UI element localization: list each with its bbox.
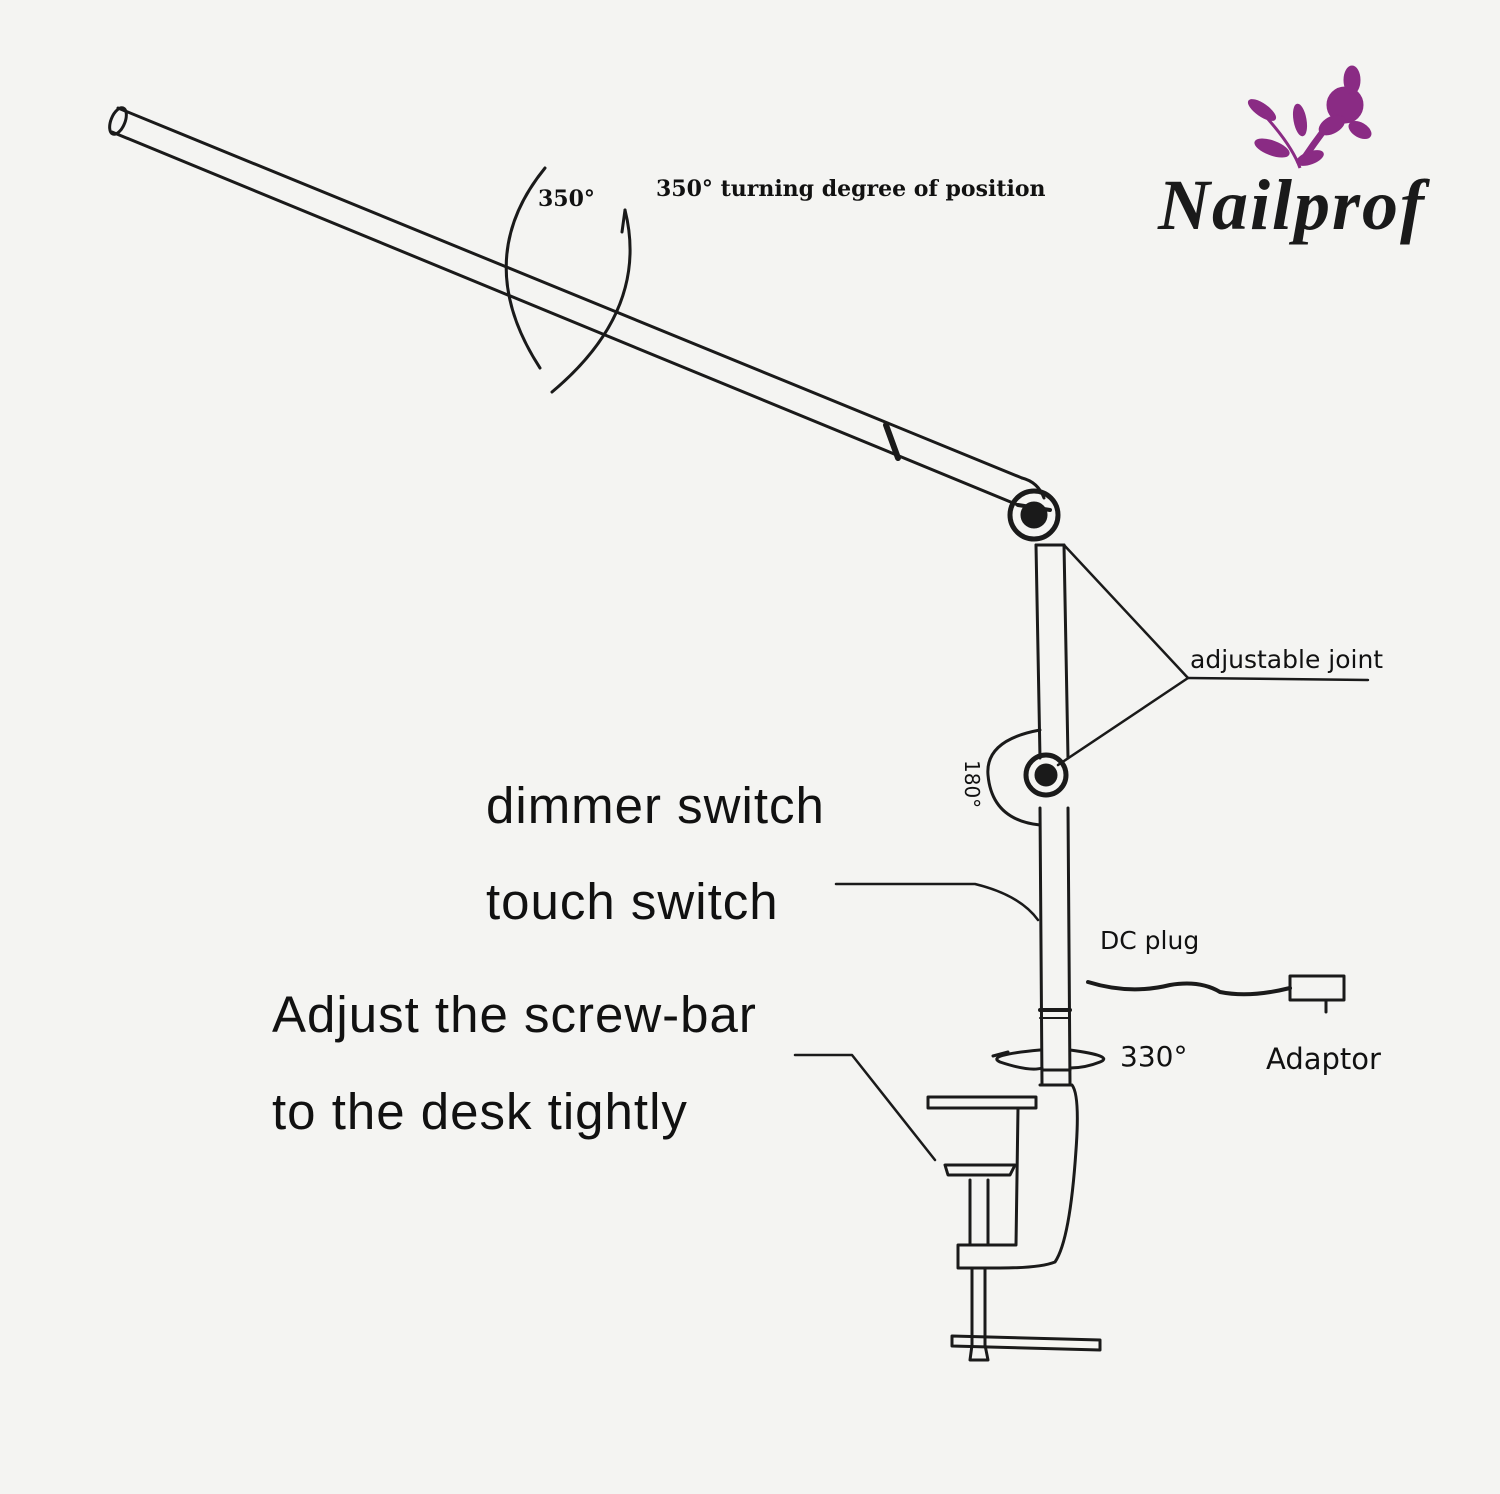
adaptor-label: Adaptor <box>1266 1042 1381 1076</box>
dc-cord <box>1086 974 1346 1014</box>
arm-rotation-degree: 350° <box>538 186 595 212</box>
purple-flower-icon <box>1247 65 1372 169</box>
arm-rotation-description: 350° turning degree of position <box>656 176 1046 202</box>
adjustable-joint-label: adjustable joint <box>1190 645 1384 674</box>
joint-180-degree: 180° <box>960 760 984 809</box>
rotation-arc-350 <box>504 166 632 394</box>
upper-arm <box>108 106 1046 507</box>
base-rotation-arc <box>991 1048 1106 1071</box>
dimmer-switch-label: dimmer switch <box>486 777 825 834</box>
joint-180 <box>986 728 1069 827</box>
brand-logo-text: Nailprof <box>1158 165 1426 245</box>
post-upper <box>1034 543 1070 760</box>
touch-switch-label: touch switch <box>486 873 779 930</box>
clamp-instruction-line2: to the desk tightly <box>272 1083 688 1140</box>
post-lower <box>1038 806 1072 1087</box>
dc-plug-label: DC plug <box>1100 926 1200 955</box>
upper-joint <box>1007 488 1061 542</box>
base-rotation-degree: 330° <box>1120 1040 1188 1073</box>
leader-lines <box>793 543 1370 1162</box>
desk-clamp <box>926 1083 1102 1362</box>
clamp-instruction-line1: Adjust the screw-bar <box>272 986 757 1043</box>
